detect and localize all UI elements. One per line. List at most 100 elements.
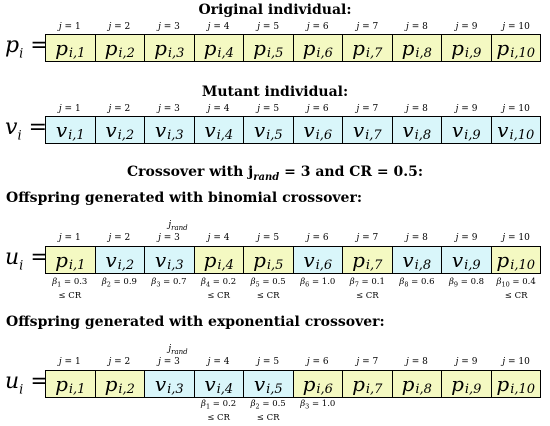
cell-symbol: p [55,248,68,272]
beta-value: = 0.2 [210,277,237,287]
cell-symbol: v [253,372,266,396]
beta-subscript: 3 [305,402,310,411]
j-index-label: j = 1 [58,22,81,32]
row-label: vi = [5,115,47,143]
beta-value: = 0.4 [509,277,536,287]
cell-subscript: i,2 [117,257,135,273]
j-index-label: j = 6 [306,104,329,114]
beta-annotation [95,399,145,424]
row-label-symbol: u [5,369,20,394]
beta-annotation: β2 = 0.5≤ CR [243,399,293,424]
beta-value: = 0.6 [408,277,435,287]
row-label-symbol: u [5,245,20,270]
j-index-label: j = 3 [158,357,180,367]
row-label: ui = [5,245,49,273]
cell-symbol: p [496,36,510,60]
j-index-label: j = 10 [502,233,530,243]
beta-annotation [392,399,442,424]
j-index-label: j = 8 [406,104,428,114]
cell-symbol: v [204,372,216,396]
cell-symbol: v [55,118,68,142]
beta-symbol: β [201,277,206,287]
cell-symbol: p [55,372,68,396]
cell-subscript: i,9 [464,381,482,397]
cell-subscript: i,1 [68,45,86,61]
j-index-label: j = 1 [58,357,81,367]
beta-subscript: 2 [255,402,260,411]
beta-value: = 0.1 [358,277,385,287]
beta-symbol: β [496,277,502,287]
beta-annotation: β3 = 0.7 [144,277,194,302]
beta-value: = 1.0 [309,277,336,287]
beta-annotation: β6 = 1.0 [293,277,343,302]
cell-subscript: i,5 [266,45,284,61]
j-index-label: j = 7 [356,104,379,114]
row-label-equals: = [23,245,49,270]
beta-subscript: 1 [205,402,211,411]
cell-symbol: p [104,36,118,60]
j-index-label: j = 4 [207,22,230,32]
beta-value: = 0.3 [61,277,88,287]
cell-subscript: i,1 [68,381,86,397]
cell-symbol: p [154,36,167,60]
j-index-label: j = 10 [502,357,530,367]
beta-subscript: 3 [156,280,161,289]
cell-subscript: i,7 [365,127,382,143]
cr-condition: ≤ CR [207,412,230,423]
j-index-label: j = 2 [108,233,131,243]
row-label-equals: = [23,33,49,58]
beta-value: = 0.5 [259,277,286,287]
heading-original: Original individual: [198,2,352,18]
cell-subscript: i,2 [118,381,135,397]
beta-annotation: β5 = 0.5≤ CR [243,277,293,302]
heading-exponential: Offspring generated with exponential cro… [6,314,385,330]
beta-value: = 0.5 [259,399,286,409]
beta-subscript: 5 [255,280,260,289]
beta-annotation: β9 = 0.8 [442,277,492,302]
row-label-subscript: i [19,46,24,62]
cell-subscript: i,6 [316,381,333,397]
j-index-label: j = 5 [257,357,280,367]
cell-symbol: p [401,372,415,396]
beta-subscript: 6 [305,280,310,289]
cell-symbol: v [105,118,117,142]
j-index-label: j = 3 [158,104,180,114]
cell-subscript: i,8 [415,45,432,61]
j-index-label: j = 6 [306,233,329,243]
j-index-label: j = 8 [406,22,428,32]
j-index-label: j = 7 [356,22,379,32]
beta-value: = 0.9 [110,277,137,287]
j-index-label: j = 3 [158,22,180,32]
beta-annotation: β8 = 0.6 [392,277,442,302]
cell-subscript: i,5 [266,381,283,397]
cell-subscript: i,7 [365,381,383,397]
j-index-label: j = 4 [207,357,230,367]
cell-symbol: p [203,248,217,272]
cell-subscript: i,5 [266,127,283,143]
beta-symbol: β [250,399,256,409]
j-index-label: j = 4 [207,104,230,114]
cell-symbol: v [303,248,315,272]
cell-symbol: p [253,36,266,60]
cell-symbol: v [352,118,365,142]
row-label-subscript: i [17,128,22,144]
beta-symbol: β [201,399,206,409]
cell-subscript: i,4 [217,257,234,273]
j-index-label: j = 2 [108,22,131,32]
